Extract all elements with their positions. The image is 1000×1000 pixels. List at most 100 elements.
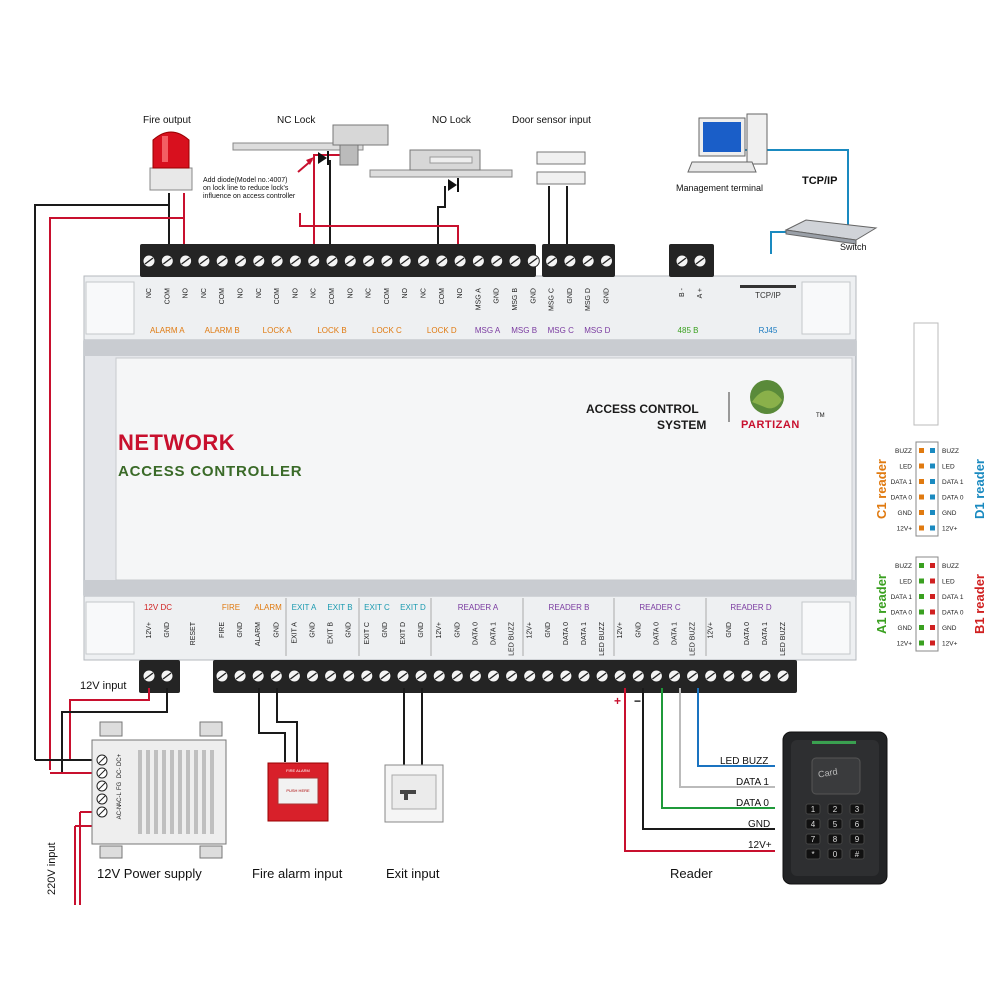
reader-label: Reader [670, 866, 713, 881]
top-pin-label: GND [530, 288, 537, 304]
terminal-screw [581, 254, 595, 268]
top-group-label: LOCK B [317, 326, 346, 335]
bottom-pin-label: GND [382, 622, 389, 638]
tcpip-label: TCP/IP [802, 175, 838, 187]
door-sensor-icon [536, 151, 586, 185]
terminal-screw [343, 254, 357, 268]
top-pin-label: COM [439, 288, 446, 305]
top-wiring [34, 149, 849, 770]
brand-name: PARTIZAN [741, 419, 800, 431]
keypad-key: 6 [849, 818, 865, 830]
reader-pin-label: DATA 1 [891, 594, 913, 601]
svg-text:FIRE ALARM: FIRE ALARM [286, 768, 310, 773]
top-group-label: ALARM B [205, 326, 240, 335]
fire-output-label: Fire output [143, 115, 191, 126]
bottom-pin-label: 12V+ [527, 622, 534, 639]
top-group-label: MSG C [548, 326, 574, 335]
svg-text:5: 5 [833, 820, 838, 829]
rs485-pin-label: B - [679, 287, 686, 297]
bottom-terminal-blocks [139, 598, 797, 693]
bottom-group-label: EXIT B [327, 603, 352, 612]
terminal-screw [179, 254, 193, 268]
reader-pin-label: DATA 1 [942, 479, 964, 486]
terminal-screw [490, 254, 504, 268]
wire-label-led-buzz: LED BUZZ [720, 756, 769, 767]
bottom-pin-label: GND [164, 622, 171, 638]
top-pin-label: NO [457, 287, 464, 298]
reader-pin-label: BUZZ [942, 563, 959, 570]
partizan-logo [728, 380, 784, 422]
terminal-screw [307, 254, 321, 268]
terminal-screw [722, 669, 736, 683]
reader-pin-label: 12V+ [897, 641, 913, 648]
psu-terminal: AC-N [96, 805, 123, 819]
reader-pin-label: DATA 1 [891, 479, 913, 486]
door-sensor-label: Door sensor input [512, 115, 591, 126]
bottom-pin-label: DATA 1 [491, 622, 498, 645]
reader-pin-label: BUZZ [942, 448, 959, 455]
bottom-pin-label: 12V+ [436, 622, 443, 639]
terminal-screw [453, 254, 467, 268]
reader-pin-label: BUZZ [895, 563, 912, 570]
power-supply-label: 12V Power supply [97, 866, 202, 881]
nc-lock-icon [232, 124, 389, 166]
top-pin-label: NC [311, 288, 318, 298]
no-lock-label: NO Lock [432, 115, 471, 126]
bottom-pin-label: GND [545, 622, 552, 638]
polarity-plus: + [614, 694, 622, 708]
bottom-group-label: 12V DC [144, 603, 172, 612]
bottom-pin-label: DATA 0 [744, 622, 751, 645]
top-group-label: LOCK C [372, 326, 402, 335]
psu-terminal: FG [96, 780, 123, 792]
terminal-screw [362, 254, 376, 268]
psu-terminal: AC-L [96, 792, 123, 806]
bottom-pin-label: EXIT D [400, 622, 407, 644]
top-pin-label: GND [494, 288, 501, 304]
rs485-label: 485 B [678, 326, 699, 335]
reader-side-label: D1 reader [972, 459, 987, 519]
bottom-pin-label: GND [310, 622, 317, 638]
terminal-screw [693, 254, 707, 268]
svg-text:6: 6 [855, 820, 860, 829]
bottom-pin-label: GND [237, 622, 244, 638]
top-group-label: MSG A [475, 326, 501, 335]
terminal-screw [471, 254, 485, 268]
terminal-screw [160, 669, 174, 683]
reader-pin-label: LED [899, 464, 912, 471]
terminal-screw [487, 669, 500, 683]
terminal-screw [649, 669, 663, 683]
bottom-group-label: FIRE [222, 603, 240, 612]
bottom-pin-label: GND [418, 622, 425, 638]
terminal-screw [523, 669, 537, 683]
bottom-pin-label: GND [454, 622, 461, 638]
fire-alarm-input-label: Fire alarm input [252, 866, 343, 881]
diode-note: Add diode(Model no.:4007) on lock line t… [203, 177, 296, 200]
wire-label-12v: 12V+ [748, 840, 772, 851]
rj45-label: RJ45 [759, 326, 778, 335]
svg-text:2: 2 [833, 805, 838, 814]
bottom-group-label: READER D [730, 603, 772, 612]
reader-pin-label: DATA 0 [942, 495, 964, 502]
polarity-minus: − [634, 694, 642, 708]
top-pin-label: NO [292, 287, 299, 298]
input-220v-label: 220V input [46, 842, 58, 895]
terminal-screw [269, 669, 283, 683]
top-pin-label: COM [274, 288, 281, 305]
bottom-pin-label: EXIT C [364, 622, 371, 644]
bottom-pin-label: LED BUZZ [509, 621, 516, 656]
no-lock-icon [369, 149, 513, 178]
reader-side-label: B1 reader [972, 574, 987, 634]
wire-label-data1: DATA 1 [736, 777, 769, 788]
exit-input-label: Exit input [386, 866, 440, 881]
reader-pin-label: 12V+ [897, 526, 913, 533]
terminal-screw [234, 254, 247, 268]
keypad-key: * [805, 848, 821, 860]
network-switch-icon [784, 219, 878, 245]
terminal-screw [287, 669, 301, 683]
svg-text:*: * [811, 850, 814, 859]
terminal-screw [417, 254, 430, 268]
bottom-pin-label: DATA 0 [563, 622, 570, 645]
